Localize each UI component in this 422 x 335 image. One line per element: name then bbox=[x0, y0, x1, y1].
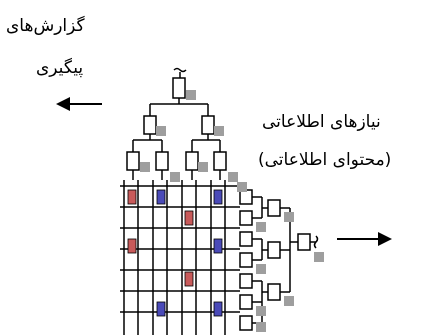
matrix-cell-blue bbox=[213, 301, 223, 317]
right-arrow-icon bbox=[337, 232, 392, 246]
matrix-cell-blue bbox=[213, 238, 223, 254]
right-tree-grey-squares bbox=[237, 182, 324, 332]
matrix-cell-blue bbox=[213, 189, 223, 205]
reports-label-line2: پیگیری bbox=[36, 58, 84, 78]
matrix-cell-blue bbox=[156, 301, 166, 317]
top-tree-grey-squares bbox=[140, 90, 238, 182]
matrix-cell-blue bbox=[156, 189, 166, 205]
reports-label-line1: گزارش‌های bbox=[6, 16, 85, 36]
top-tree bbox=[126, 67, 227, 180]
right-tree bbox=[239, 189, 319, 331]
matrix-cell-red bbox=[127, 189, 137, 205]
needs-label-line1: نیازهای اطلاعاتی bbox=[262, 112, 381, 132]
needs-label-line2: (محتوای اطلاعاتی) bbox=[258, 150, 392, 170]
matrix-cell-red bbox=[127, 238, 137, 254]
matrix-cell-red bbox=[184, 271, 194, 287]
matrix-cell-red bbox=[184, 210, 194, 226]
matrix-cells bbox=[127, 189, 223, 317]
left-arrow-icon bbox=[56, 97, 102, 111]
